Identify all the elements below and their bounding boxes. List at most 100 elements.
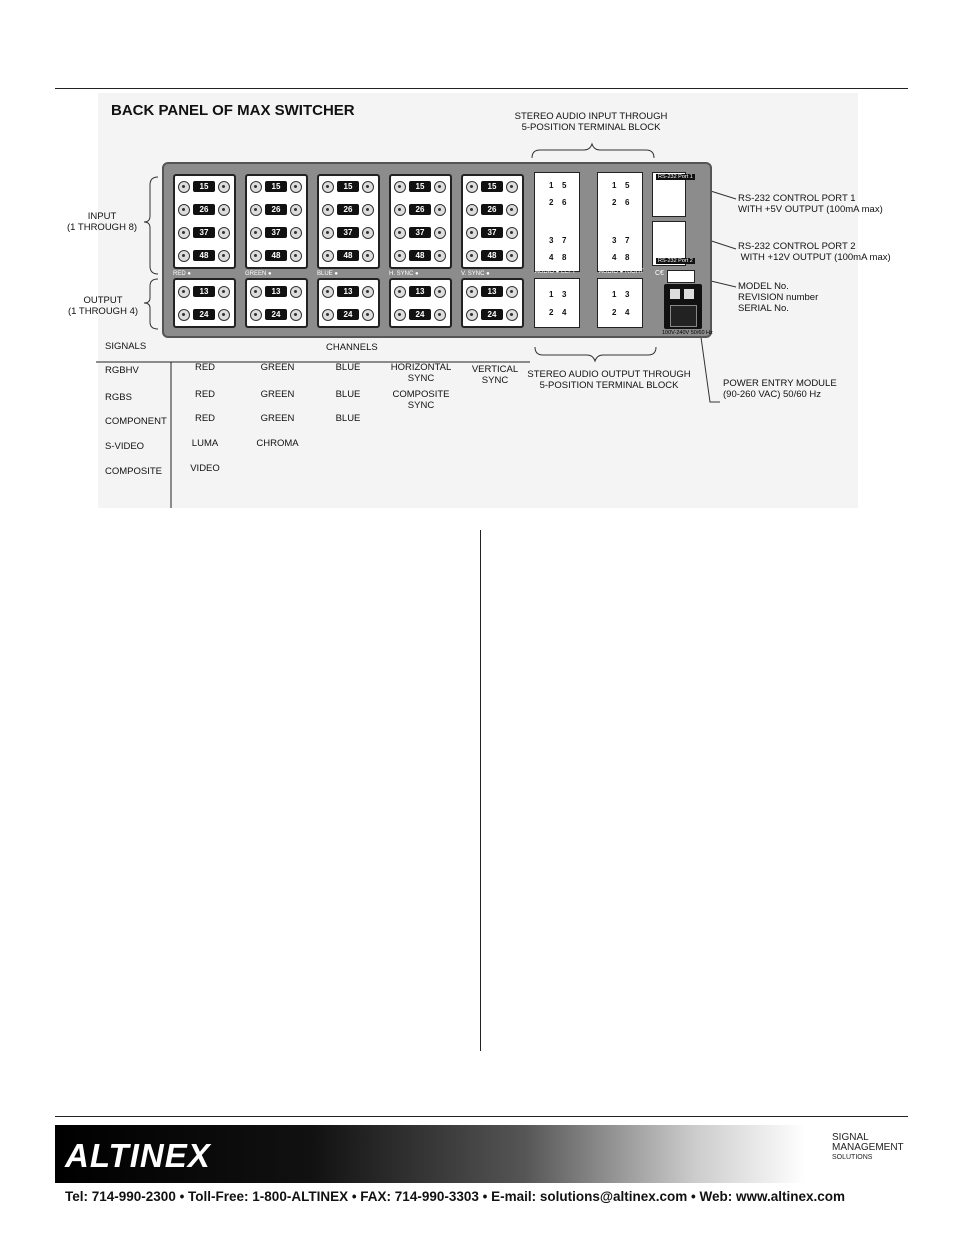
bnc-connector-icon[interactable] — [290, 181, 302, 193]
bnc-connector-icon[interactable] — [506, 250, 518, 262]
audio-output-block-right[interactable] — [597, 278, 643, 328]
bnc-connector-icon[interactable] — [218, 309, 230, 321]
bnc-connector-icon[interactable] — [218, 227, 230, 239]
audio-in-num: 1 — [549, 181, 554, 190]
input-number-chip: 48 — [409, 250, 431, 261]
bnc-connector-icon[interactable] — [290, 204, 302, 216]
bnc-connector-icon[interactable] — [322, 181, 334, 193]
bnc-connector-icon[interactable] — [250, 309, 262, 321]
bnc-connector-icon[interactable] — [178, 286, 190, 298]
audio-output-block-left[interactable] — [534, 278, 580, 328]
bnc-connector-icon[interactable] — [322, 227, 334, 239]
output-number-chip: 13 — [409, 286, 431, 297]
bnc-connector-icon[interactable] — [466, 309, 478, 321]
bnc-connector-icon[interactable] — [178, 309, 190, 321]
audio-out-num: 1 — [549, 290, 554, 299]
ce-mark: C€ — [655, 270, 664, 277]
bnc-connector-icon[interactable] — [506, 181, 518, 193]
signal-name: COMPOSITE — [105, 466, 163, 477]
model-label-sticker — [667, 270, 695, 283]
channel-value: VERTICAL — [471, 364, 519, 375]
bnc-connector-icon[interactable] — [506, 227, 518, 239]
bnc-connector-icon[interactable] — [290, 309, 302, 321]
bnc-connector-icon[interactable] — [362, 181, 374, 193]
input-number-chip: 15 — [409, 181, 431, 192]
bnc-connector-icon[interactable] — [290, 227, 302, 239]
channel-value: LUMA — [191, 438, 219, 449]
bnc-connector-icon[interactable] — [250, 286, 262, 298]
audio-out-num: 2 — [612, 308, 617, 317]
channel-value: VIDEO — [190, 463, 220, 474]
bnc-connector-icon[interactable] — [466, 250, 478, 262]
channel-value: BLUE — [335, 389, 361, 400]
bnc-connector-icon[interactable] — [362, 204, 374, 216]
bnc-connector-icon[interactable] — [290, 250, 302, 262]
bnc-connector-icon[interactable] — [362, 309, 374, 321]
bnc-connector-icon[interactable] — [362, 286, 374, 298]
bnc-connector-icon[interactable] — [394, 227, 406, 239]
bnc-connector-icon[interactable] — [250, 250, 262, 262]
bnc-connector-icon[interactable] — [434, 204, 446, 216]
bnc-connector-icon[interactable] — [250, 227, 262, 239]
bnc-connector-icon[interactable] — [434, 227, 446, 239]
bnc-connector-icon[interactable] — [250, 204, 262, 216]
audio-in-num: 4 — [612, 253, 617, 262]
power-socket[interactable] — [670, 305, 697, 327]
bnc-connector-icon[interactable] — [178, 204, 190, 216]
bnc-connector-icon[interactable] — [218, 250, 230, 262]
bnc-connector-icon[interactable] — [218, 286, 230, 298]
bnc-connector-icon[interactable] — [506, 286, 518, 298]
bnc-connector-icon[interactable] — [434, 250, 446, 262]
bnc-connector-icon[interactable] — [362, 250, 374, 262]
bnc-connector-icon[interactable] — [218, 204, 230, 216]
bnc-connector-icon[interactable] — [178, 250, 190, 262]
bnc-connector-icon[interactable] — [178, 227, 190, 239]
bnc-connector-icon[interactable] — [394, 286, 406, 298]
power-module-range: (90-260 VAC) 50/60 Hz — [723, 389, 822, 400]
audio-out-num: 4 — [562, 308, 567, 317]
channel-value: RED — [194, 389, 216, 400]
power-switch[interactable] — [670, 289, 680, 299]
audio-input-block-right[interactable] — [597, 172, 643, 272]
audio-in-num: 2 — [612, 198, 617, 207]
stereo-output-label-2: 5-POSITION TERMINAL BLOCK — [539, 380, 679, 391]
bnc-connector-icon[interactable] — [322, 204, 334, 216]
footer-banner — [55, 1125, 908, 1183]
bnc-connector-icon[interactable] — [218, 181, 230, 193]
rs232-port2-label: RS-232 CONTROL PORT 2 — [738, 241, 856, 252]
bnc-connector-icon[interactable] — [506, 204, 518, 216]
channel-value: GREEN — [260, 389, 295, 400]
audio-out-num: 4 — [625, 308, 630, 317]
bnc-connector-icon[interactable] — [506, 309, 518, 321]
audio-input-block-left[interactable] — [534, 172, 580, 272]
audio-in-num: 5 — [625, 181, 630, 190]
bnc-connector-icon[interactable] — [466, 286, 478, 298]
power-switch[interactable] — [684, 289, 694, 299]
bnc-connector-icon[interactable] — [394, 250, 406, 262]
bnc-connector-icon[interactable] — [322, 286, 334, 298]
rs232-port1-desc: WITH +5V OUTPUT (100mA max) — [738, 204, 883, 215]
bnc-connector-icon[interactable] — [322, 309, 334, 321]
bnc-connector-icon[interactable] — [178, 181, 190, 193]
bnc-connector-icon[interactable] — [394, 204, 406, 216]
bnc-connector-icon[interactable] — [466, 181, 478, 193]
rs232-port2-desc: WITH +12V OUTPUT (100mA max) — [738, 252, 891, 263]
bnc-connector-icon[interactable] — [466, 227, 478, 239]
bnc-connector-icon[interactable] — [394, 181, 406, 193]
bnc-connector-icon[interactable] — [394, 309, 406, 321]
channels-header: CHANNELS — [326, 342, 378, 353]
input-number-chip: 37 — [337, 227, 359, 238]
bnc-connector-icon[interactable] — [466, 204, 478, 216]
bnc-connector-icon[interactable] — [290, 286, 302, 298]
bnc-connector-icon[interactable] — [250, 181, 262, 193]
output-number-chip: 24 — [265, 309, 287, 320]
audio-in-num: 5 — [562, 181, 567, 190]
rs232-port1-label: RS-232 CONTROL PORT 1 — [738, 193, 856, 204]
bnc-connector-icon[interactable] — [362, 227, 374, 239]
bnc-connector-icon[interactable] — [322, 250, 334, 262]
input-number-chip: 15 — [193, 181, 215, 192]
output-label: OUTPUT — [83, 295, 123, 306]
bnc-connector-icon[interactable] — [434, 309, 446, 321]
bnc-connector-icon[interactable] — [434, 181, 446, 193]
bnc-connector-icon[interactable] — [434, 286, 446, 298]
